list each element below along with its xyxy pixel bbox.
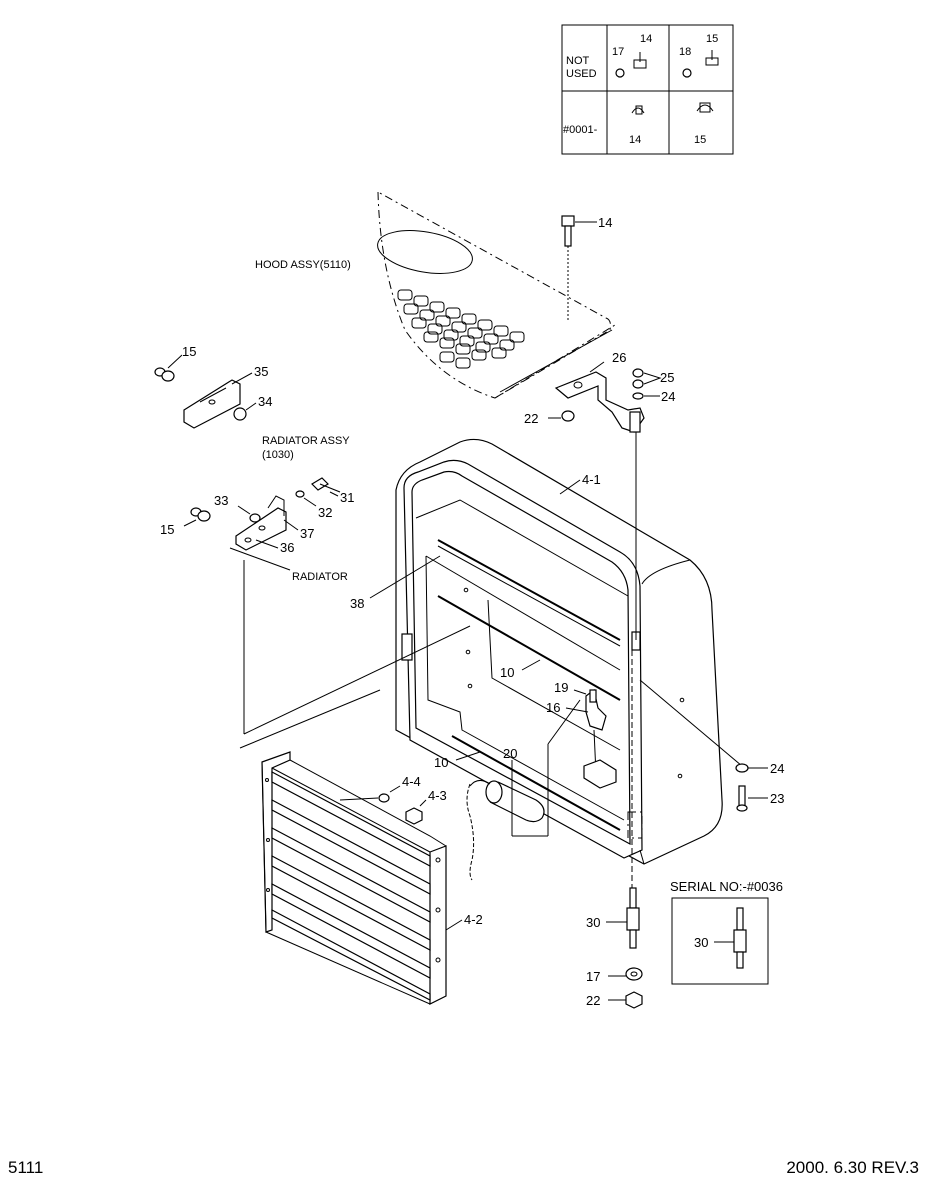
part-26-bracket: 26 25 24 22	[524, 350, 675, 433]
part-24-washer: 24	[735, 761, 784, 776]
table-cell-14b: 14	[629, 134, 641, 146]
part-17-washer: 17	[586, 967, 643, 984]
part-20-chain-pin: 20	[466, 699, 581, 881]
callout-15a: 15	[182, 344, 196, 359]
callout-4-4: 4-4	[402, 774, 421, 789]
callout-22b: 22	[586, 993, 600, 1008]
callout-4-1: 4-1	[582, 472, 601, 487]
callout-26: 26	[612, 350, 626, 365]
callout-24b: 24	[770, 761, 784, 776]
page-number: 5111	[8, 1158, 44, 1177]
hood-assy-outline: HOOD ASSY(5110)	[255, 191, 616, 399]
part-10-rod-lower: 10	[434, 735, 621, 831]
hood-grille	[397, 289, 525, 369]
table-cell-17: 17	[612, 46, 624, 58]
radiator-label: RADIATOR	[292, 571, 348, 583]
callout-30b: 30	[694, 935, 708, 950]
callout-37: 37	[300, 526, 314, 541]
part-38-rod: 38	[350, 539, 621, 647]
callout-23: 23	[770, 791, 784, 806]
part-23-pin: 23	[736, 785, 784, 812]
part-4-4-washer: 4-4	[339, 774, 421, 803]
callout-31: 31	[340, 490, 354, 505]
callout-32: 32	[318, 505, 332, 520]
callout-25: 25	[660, 370, 674, 385]
part-35-hinge: 15 35 34 RADIATOR ASSY (1030)	[154, 344, 350, 461]
part-10-rod-upper: 10	[437, 595, 621, 701]
serial-label: SERIAL NO:-#0036	[670, 879, 783, 894]
callout-34: 34	[258, 394, 272, 409]
part-30-pin: 30	[586, 887, 640, 949]
date-revision: 2000. 6.30 REV.3	[786, 1158, 919, 1177]
callout-19: 19	[554, 680, 568, 695]
table-cell-15a: 15	[706, 33, 718, 45]
callout-35: 35	[254, 364, 268, 379]
part-14-bolt: 14	[561, 215, 612, 322]
part-36-hinge: 15 33 32 31 37 36 RADIATOR	[160, 477, 354, 583]
washer-icon	[615, 68, 625, 78]
callout-4-2: 4-2	[464, 912, 483, 927]
table-serial-label: #0001-	[563, 124, 598, 136]
callout-22a: 22	[524, 411, 538, 426]
table-used-label: USED	[566, 68, 597, 80]
radiator-assy-code: (1030)	[262, 449, 294, 461]
hood-assy-label: HOOD ASSY(5110)	[255, 259, 351, 271]
callout-4-3: 4-3	[428, 788, 447, 803]
part-16-latch: 19 16	[546, 680, 617, 789]
serial-box: SERIAL NO:-#0036 30	[670, 879, 783, 985]
table-cell-15b: 15	[694, 134, 706, 146]
table-cell-14a: 14	[640, 33, 652, 45]
callout-16: 16	[546, 700, 560, 715]
table-cell-18: 18	[679, 46, 691, 58]
hinge-pin-line	[627, 432, 743, 890]
clip-icon	[696, 102, 714, 113]
part-4-2-louver: 4-2	[239, 560, 483, 1005]
callout-36: 36	[280, 540, 294, 555]
washer-icon	[682, 68, 692, 78]
callout-20: 20	[503, 746, 517, 761]
table-not-label: NOT	[566, 55, 590, 67]
callout-24a: 24	[661, 389, 675, 404]
callout-38: 38	[350, 596, 364, 611]
bolt-icon	[705, 50, 719, 66]
radiator-assy-label: RADIATOR ASSY	[262, 435, 350, 447]
part-22-nut: 22	[586, 991, 643, 1009]
clip-icon	[631, 105, 645, 115]
callout-10a: 10	[500, 665, 514, 680]
callout-14: 14	[598, 215, 612, 230]
part-4-3-bolt: 4-3	[405, 788, 447, 825]
callout-33: 33	[214, 493, 228, 508]
callout-17: 17	[586, 969, 600, 984]
callout-15b: 15	[160, 522, 174, 537]
callout-30a: 30	[586, 915, 600, 930]
bolt-icon	[633, 52, 647, 69]
variant-table: NOT USED #0001- 17 14 18 15 14 15	[561, 24, 734, 155]
callout-10b: 10	[434, 755, 448, 770]
